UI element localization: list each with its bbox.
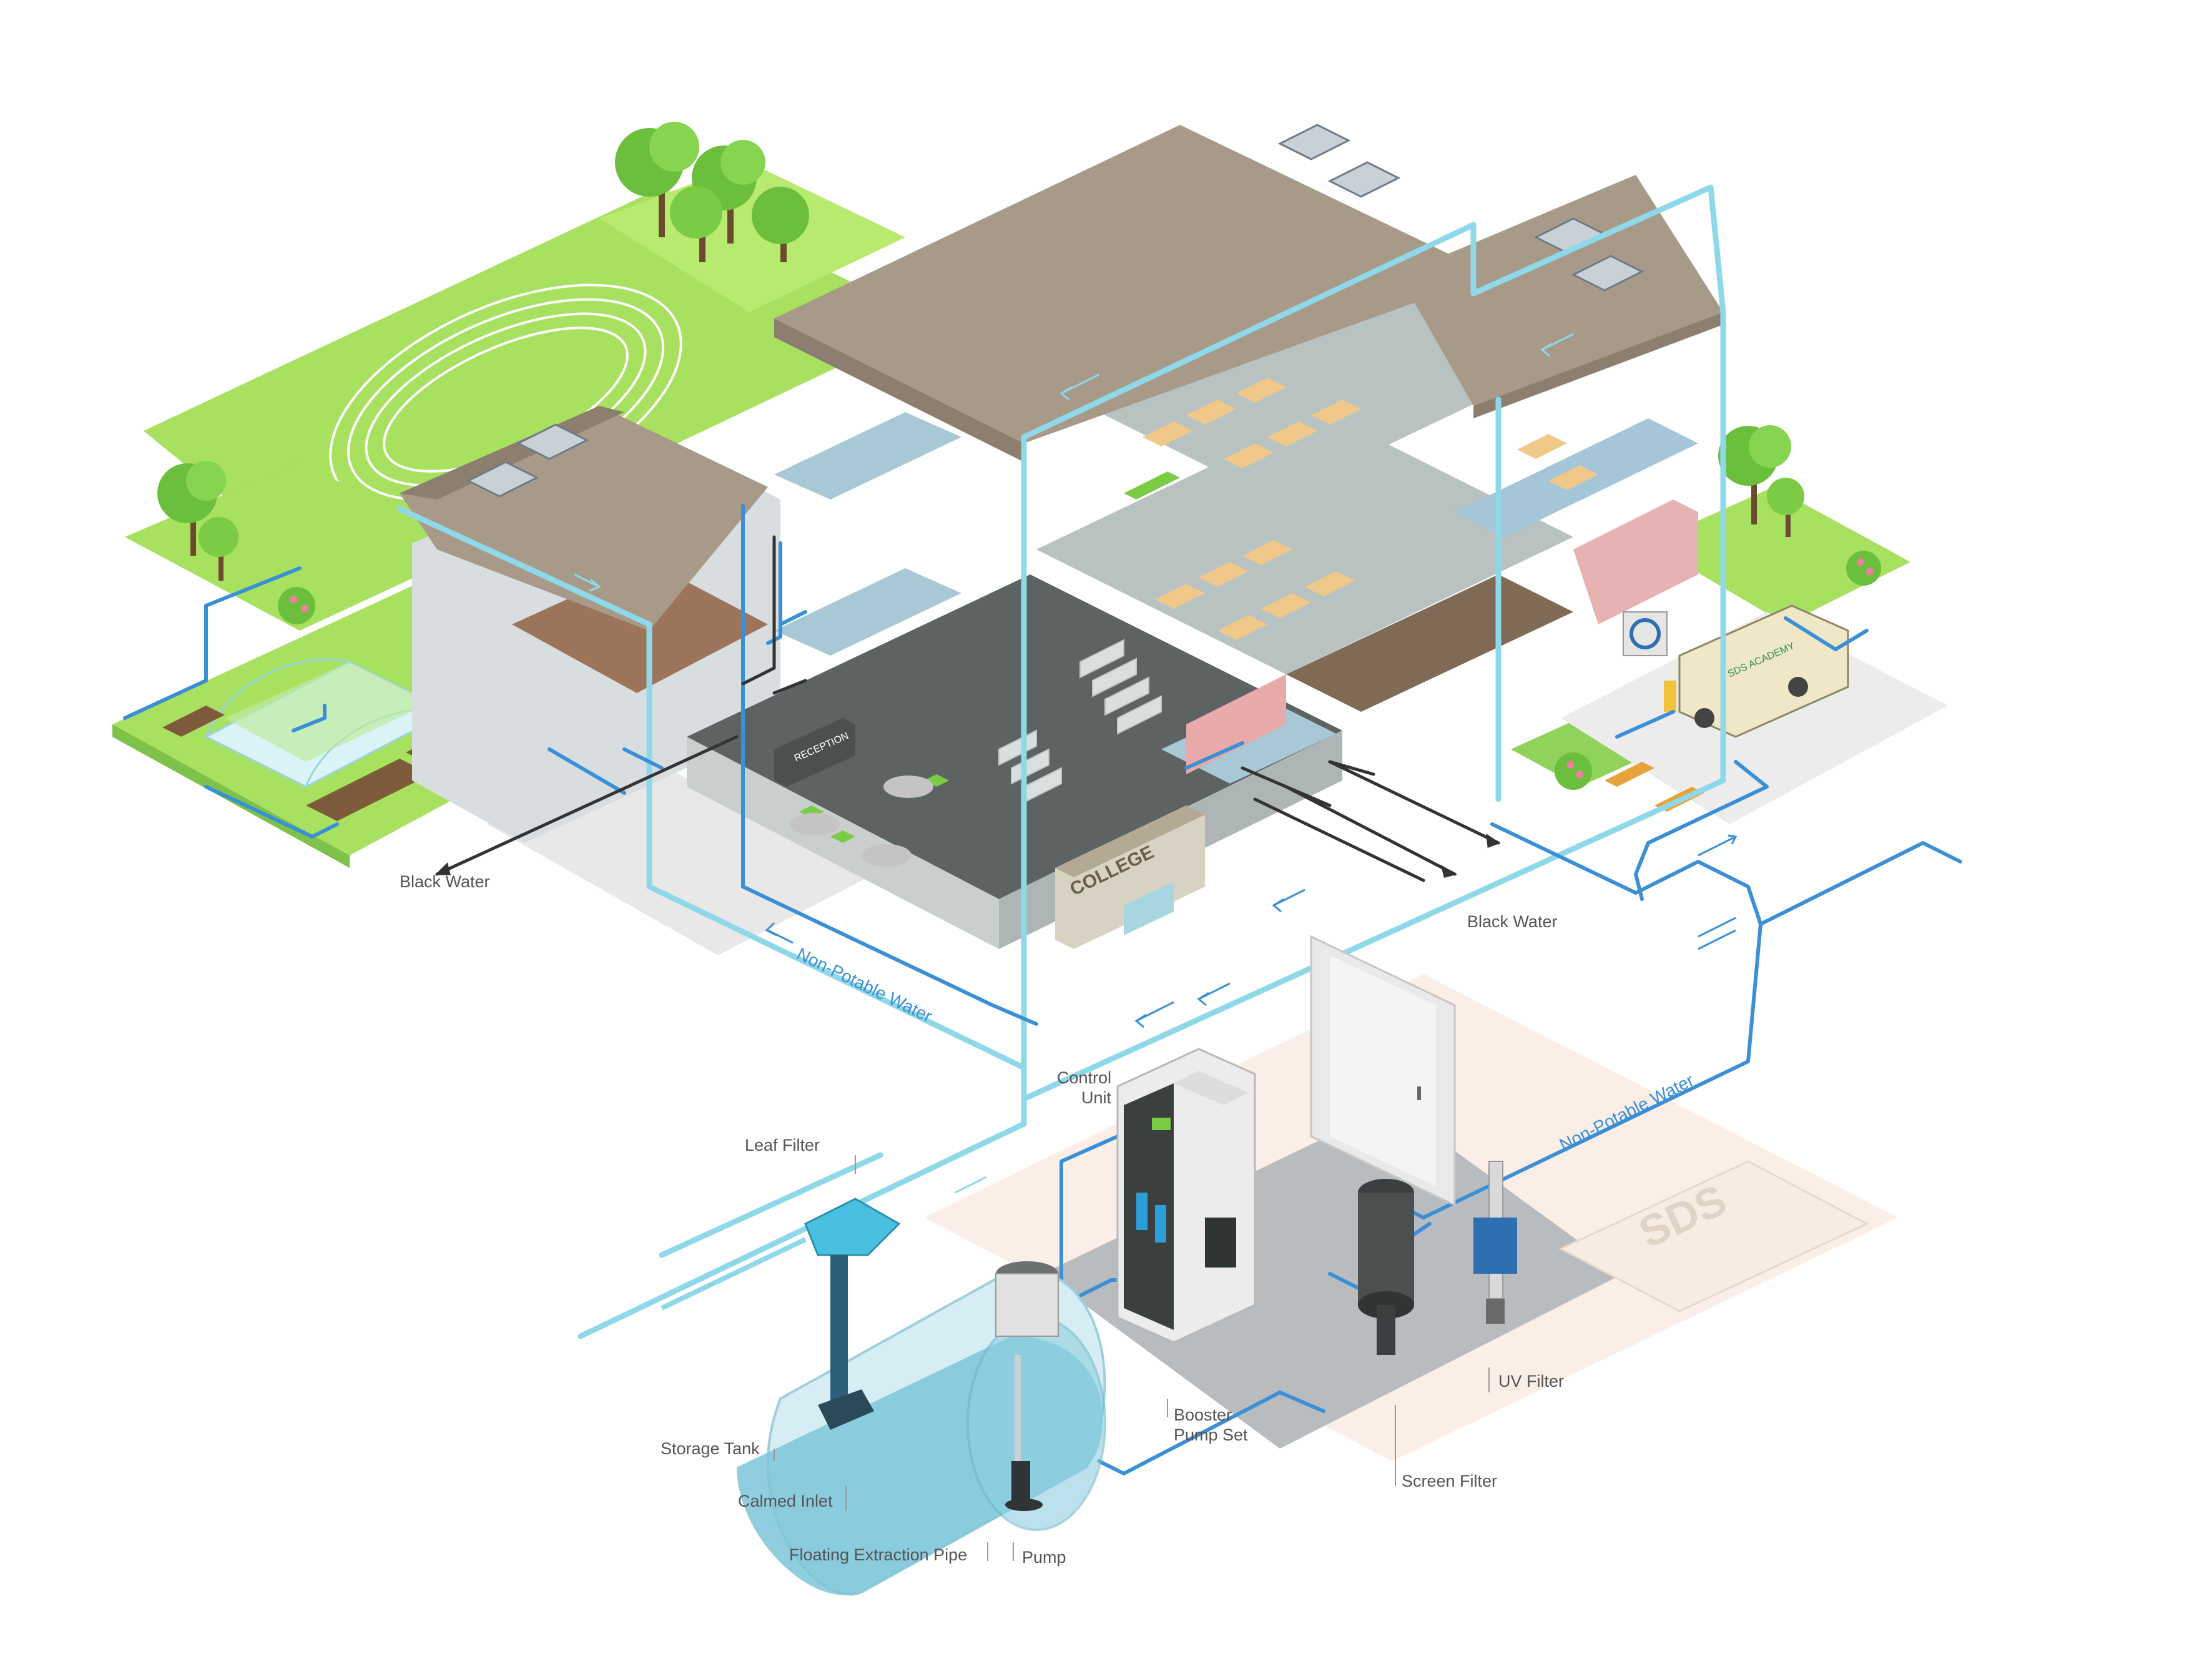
pump-label: Pump bbox=[1022, 1548, 1066, 1567]
control-unit bbox=[1116, 1048, 1256, 1344]
control-unit-label: Control Unit bbox=[1049, 1068, 1111, 1108]
classroom-floor-1 bbox=[1036, 412, 1573, 674]
control-unit-label-line2: Unit bbox=[1081, 1088, 1111, 1107]
rainwater-pipes bbox=[396, 184, 1726, 1339]
tree-cluster-right bbox=[1718, 425, 1804, 537]
storage-tank-assembly bbox=[661, 1198, 1106, 1596]
pink-room bbox=[1186, 674, 1286, 774]
tank-end bbox=[966, 1316, 1106, 1531]
main-roof bbox=[774, 125, 1492, 443]
washroom-left-upper bbox=[774, 412, 961, 500]
calmed-inlet-bin bbox=[995, 1261, 1059, 1337]
calmed-inlet-label: Calmed Inlet bbox=[738, 1492, 833, 1510]
plant-room: SDS bbox=[1116, 935, 1869, 1355]
screen-filter-label: Screen Filter bbox=[1402, 1472, 1498, 1490]
leaf-filter-outlet bbox=[661, 1237, 807, 1311]
storage-tank-label: Storage Tank bbox=[661, 1439, 760, 1458]
tree-cluster-top bbox=[615, 122, 809, 262]
right-roof bbox=[1398, 175, 1723, 406]
sports-hall-floor bbox=[512, 562, 768, 693]
hose-reel bbox=[1623, 611, 1676, 712]
uv-filter bbox=[1473, 1161, 1517, 1324]
uv-filter-label: UV Filter bbox=[1498, 1372, 1565, 1391]
leader-lines bbox=[774, 1155, 1490, 1561]
booster-pump-set-line1: Booster bbox=[1174, 1405, 1232, 1424]
booster-pump-set-label: Booster Pump Set bbox=[1174, 1405, 1248, 1445]
pipes bbox=[123, 184, 1962, 1475]
booster-pump-set-line2: Pump Set bbox=[1174, 1425, 1248, 1444]
screen-filter bbox=[1358, 1179, 1414, 1355]
desks bbox=[1143, 378, 1598, 640]
school-building: RECEPTION COLLEGE bbox=[400, 124, 1849, 949]
leaf-filter bbox=[804, 1198, 901, 1430]
control-unit-label-line1: Control bbox=[1056, 1068, 1111, 1087]
black-water-pipes bbox=[435, 535, 1500, 882]
washroom-left-lower bbox=[774, 568, 961, 656]
flow-arrows bbox=[765, 834, 1738, 1028]
leaf-filter-label: Leaf Filter bbox=[745, 1136, 820, 1154]
trees bbox=[157, 122, 1881, 790]
floating-extraction-pipe-label: Floating Extraction Pipe bbox=[789, 1545, 968, 1564]
right-planter-lawn bbox=[1511, 718, 1648, 787]
right-lawn bbox=[1648, 487, 1910, 624]
non-potable-pipes bbox=[123, 504, 1962, 1475]
staircase bbox=[998, 639, 1162, 804]
main-block-floor bbox=[687, 574, 1342, 899]
flow-arrows-light bbox=[574, 333, 1574, 1297]
pink-room-right bbox=[1573, 500, 1698, 624]
sds-floor-logo: SDS bbox=[1558, 1160, 1869, 1312]
flower-bushes bbox=[278, 551, 1881, 790]
black-water-label-left: Black Water bbox=[400, 872, 490, 891]
plant-room-door bbox=[1310, 935, 1456, 1207]
reception-tables bbox=[790, 775, 933, 867]
tree-cluster-left bbox=[157, 461, 238, 581]
black-water-label-right: Black Water bbox=[1467, 912, 1558, 931]
tank-pump bbox=[1005, 1355, 1043, 1511]
greenhouse-lawn-edge bbox=[112, 724, 350, 868]
hall-floor bbox=[1286, 574, 1573, 712]
right-roof-ridge bbox=[1473, 312, 1723, 418]
main-roof-front bbox=[774, 318, 1024, 462]
black-water-arrows bbox=[435, 833, 1501, 878]
left-roof-ridge bbox=[400, 406, 624, 500]
